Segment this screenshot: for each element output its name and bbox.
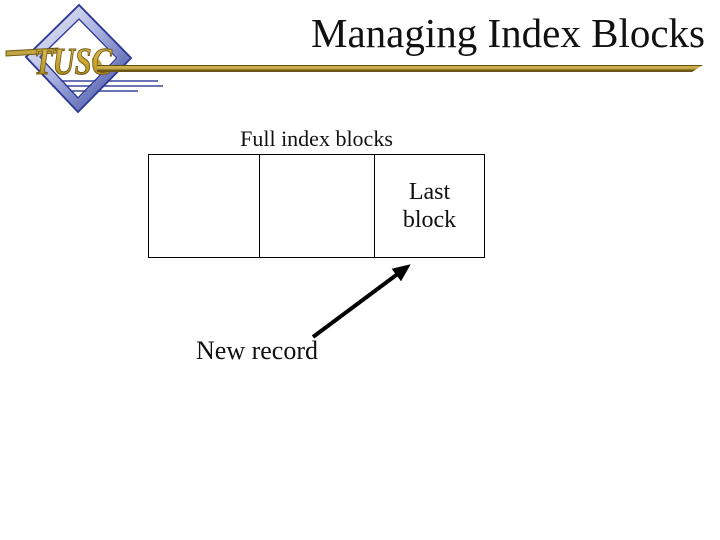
logo-diamond-band <box>24 3 133 114</box>
index-blocks-row: Last block <box>148 154 485 258</box>
new-record-label: New record <box>196 336 318 365</box>
page-title: Managing Index Blocks <box>311 10 705 56</box>
index-block-cell <box>259 155 374 257</box>
full-index-blocks-label: Full index blocks <box>240 126 393 151</box>
logo-text: TUSC <box>34 41 113 83</box>
tusc-logo: TUSC <box>5 3 163 114</box>
index-block-cell <box>149 155 259 257</box>
last-block-label: Last block <box>402 179 457 233</box>
gold-divider-line <box>97 65 703 72</box>
index-block-cell-last: Last block <box>374 155 484 257</box>
